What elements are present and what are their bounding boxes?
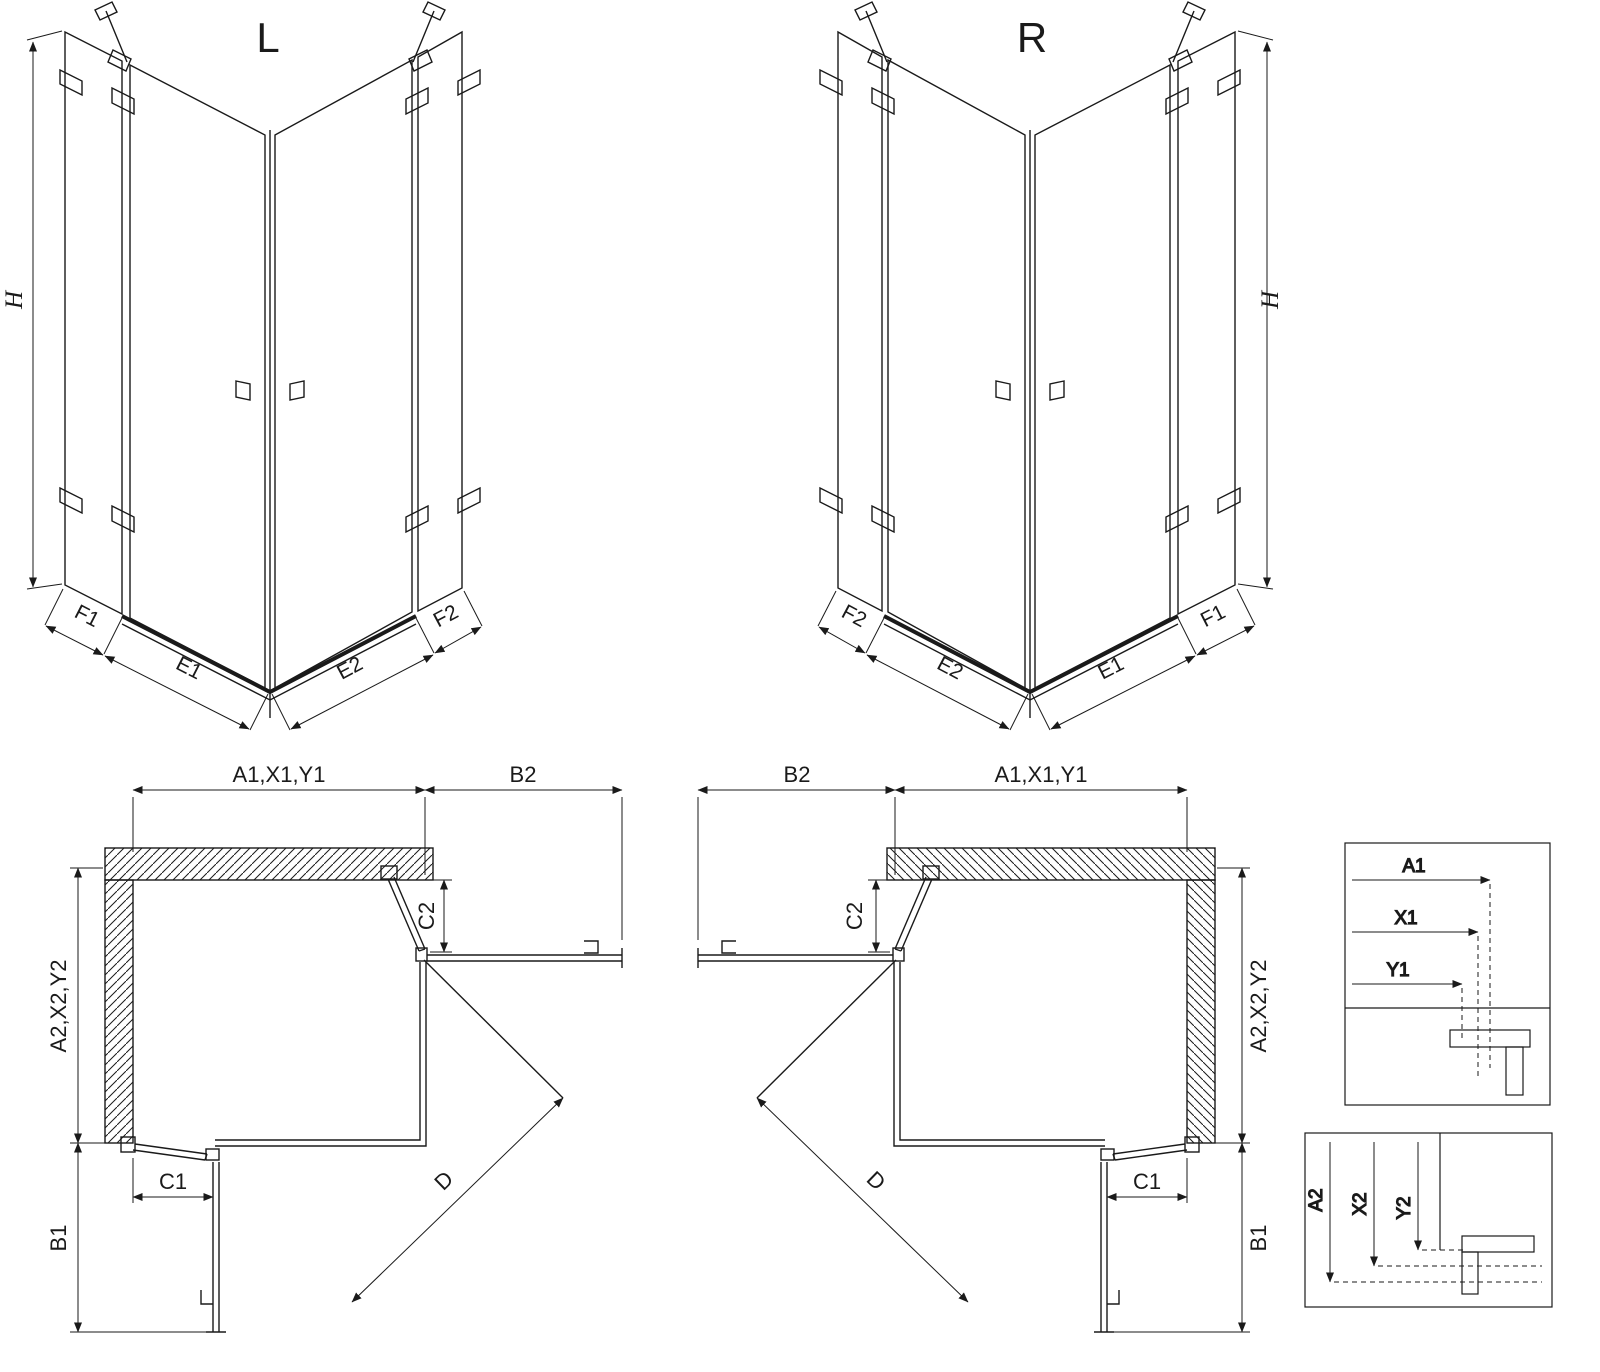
label-c1-left: C1 bbox=[159, 1169, 187, 1194]
detail-box-widths-frame bbox=[1344, 842, 1551, 1106]
label-h-right: H bbox=[1257, 289, 1284, 310]
label-x1-detail: X1 bbox=[1394, 908, 1417, 929]
label-a2-detail: A2 bbox=[1306, 1188, 1327, 1211]
label-f1-right: F1 bbox=[1197, 600, 1229, 632]
detail-box-depths: A2 X2 Y2 bbox=[1304, 1132, 1553, 1308]
plan-view-right: B2 A1,X1,Y1 C2 A2,X2,Y2 C1 B1 D bbox=[698, 762, 1271, 1332]
label-b1-left: B1 bbox=[46, 1225, 71, 1252]
label-f2-right: F2 bbox=[838, 600, 870, 632]
profile-section-horizontal bbox=[1449, 1029, 1531, 1048]
label-a1x1y1-right: A1,X1,Y1 bbox=[995, 762, 1088, 787]
label-a2x2y2-right: A2,X2,Y2 bbox=[1246, 960, 1271, 1053]
profile-section-vertical bbox=[1461, 1251, 1479, 1295]
label-b2-left: B2 bbox=[510, 762, 537, 787]
label-x2-detail: X2 bbox=[1350, 1192, 1371, 1215]
view-title-l: L bbox=[256, 14, 279, 61]
label-c1-right: C1 bbox=[1133, 1169, 1161, 1194]
label-b1-right: B1 bbox=[1246, 1225, 1271, 1252]
label-a1x1y1-left: A1,X1,Y1 bbox=[233, 762, 326, 787]
label-c2-left: C2 bbox=[414, 902, 439, 930]
label-d-left: D bbox=[429, 1166, 458, 1195]
profile-section-vertical bbox=[1505, 1046, 1524, 1096]
plan-left-geometry bbox=[70, 790, 622, 1332]
profile-section-horizontal bbox=[1461, 1235, 1535, 1253]
detail-box-widths: A1 X1 Y1 bbox=[1344, 842, 1551, 1106]
perspective-view-left: L H F1 E1 E2 F2 bbox=[1, 2, 482, 730]
perspective-view-right: R H F2 E2 E1 F1 bbox=[818, 2, 1284, 730]
view-title-r: R bbox=[1017, 14, 1047, 61]
label-h-left: H bbox=[1, 289, 28, 310]
label-f1-left: F1 bbox=[71, 600, 103, 632]
label-c2-right: C2 bbox=[842, 902, 867, 930]
detail-box-depths-frame bbox=[1304, 1132, 1553, 1308]
label-d-right: D bbox=[862, 1166, 891, 1195]
label-y1-detail: Y1 bbox=[1386, 960, 1409, 981]
label-f2-left: F2 bbox=[430, 600, 462, 632]
plan-view-left: A1,X1,Y1 B2 C2 A2,X2,Y2 C1 B1 D bbox=[46, 762, 622, 1332]
label-a2x2y2-left: A2,X2,Y2 bbox=[46, 960, 71, 1053]
label-y2-detail: Y2 bbox=[1394, 1196, 1415, 1219]
label-a1-detail: A1 bbox=[1402, 856, 1425, 877]
label-b2-right: B2 bbox=[784, 762, 811, 787]
plan-right-geometry bbox=[698, 790, 1250, 1332]
